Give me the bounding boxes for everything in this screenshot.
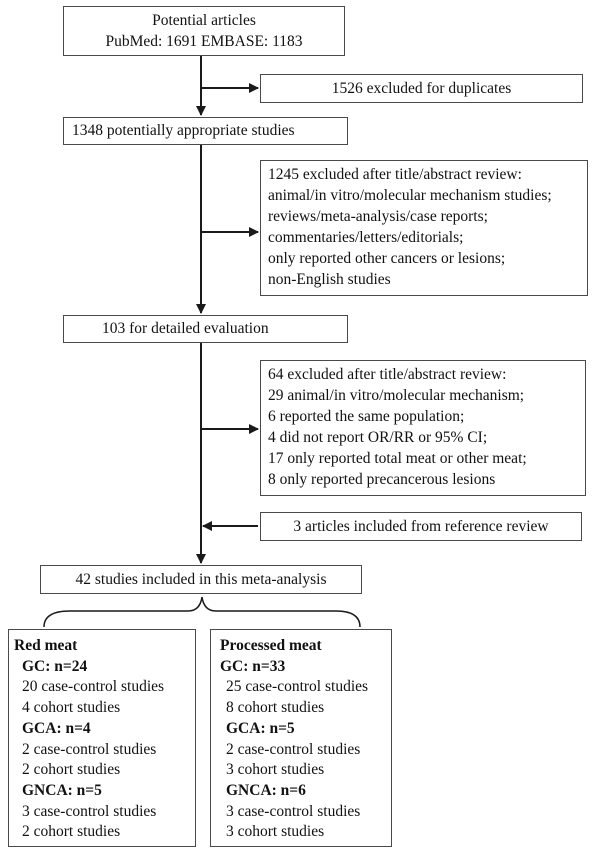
reference-review-box: 3 articles included from reference revie… xyxy=(260,512,582,541)
red-gca-case-control: 2 case-control studies xyxy=(22,740,157,758)
excluded1-line-6: non-English studies xyxy=(268,271,391,288)
duplicates-box: 1526 excluded for duplicates xyxy=(260,74,583,103)
proc-gc-cohort: 8 cohort studies xyxy=(226,699,325,717)
proc-gnca-header: GNCA: n=6 xyxy=(226,781,306,799)
excluded1-line-1: 1245 excluded after title/abstract revie… xyxy=(268,166,522,183)
proc-gca-cohort: 3 cohort studies xyxy=(226,761,325,779)
proc-gc-case-control: 25 case-control studies xyxy=(226,678,369,696)
excluded1-line-3: reviews/meta-analysis/case reports; xyxy=(268,208,488,225)
detailed-evaluation-box: 103 for detailed evaluation xyxy=(63,315,348,343)
excluded1-line-5: only reported other cancers or lesions; xyxy=(268,250,506,267)
red-gc-case-control: 20 case-control studies xyxy=(22,678,165,696)
excluded2-line-4: 4 did not report OR/RR or 95% CI; xyxy=(268,429,488,446)
included-text: 42 studies included in this meta-analysi… xyxy=(75,571,327,588)
potential-line-2: PubMed: 1691 EMBASE: 1183 xyxy=(105,33,303,50)
red-gc-cohort: 4 cohort studies xyxy=(22,699,121,717)
red-meat-title: Red meat xyxy=(14,637,78,654)
excluded2-line-1: 64 excluded after title/abstract review: xyxy=(268,366,507,383)
excluded-second-box: 64 excluded after title/abstract review:… xyxy=(260,360,586,496)
proc-gca-header: GCA: n=5 xyxy=(226,719,295,737)
detailed-text: 103 for detailed evaluation xyxy=(102,320,269,337)
processed-meat-box: Processed meat GC: n=33 25 case-control … xyxy=(210,629,392,847)
excluded2-line-5: 17 only reported total meat or other mea… xyxy=(268,450,527,467)
proc-gnca-cohort: 3 cohort studies xyxy=(226,823,325,841)
proc-gnca-case-control: 3 case-control studies xyxy=(226,802,361,820)
red-gnca-cohort: 2 cohort studies xyxy=(22,823,121,841)
red-gca-header: GCA: n=4 xyxy=(22,719,91,737)
potential-line-1: Potential articles xyxy=(152,12,256,29)
excluded1-line-2: animal/in vitro/molecular mechanism stud… xyxy=(268,187,552,204)
included-studies-box: 42 studies included in this meta-analysi… xyxy=(40,565,362,594)
red-meat-box: Red meat GC: n=24 20 case-control studie… xyxy=(8,629,196,847)
excluded2-line-3: 6 reported the same population; xyxy=(268,408,465,425)
processed-meat-title: Processed meat xyxy=(220,637,322,654)
appropriate-text: 1348 potentially appropriate studies xyxy=(72,122,295,139)
proc-gca-case-control: 2 case-control studies xyxy=(226,740,361,758)
reference-text: 3 articles included from reference revie… xyxy=(293,518,549,535)
excluded1-line-4: commentaries/letters/editorials; xyxy=(268,229,464,246)
potential-articles-box: Potential articles PubMed: 1691 EMBASE: … xyxy=(63,6,345,56)
appropriate-studies-box: 1348 potentially appropriate studies xyxy=(63,117,348,145)
split-brace xyxy=(43,596,361,628)
excluded2-line-6: 8 only reported precancerous lesions xyxy=(268,471,496,488)
proc-gc-header: GC: n=33 xyxy=(220,657,286,675)
red-gca-cohort: 2 cohort studies xyxy=(22,761,121,779)
duplicates-text: 1526 excluded for duplicates xyxy=(331,80,512,97)
excluded2-line-2: 29 animal/in vitro/molecular mechanism; xyxy=(268,387,525,404)
red-gnca-header: GNCA: n=5 xyxy=(22,781,102,799)
red-gc-header: GC: n=24 xyxy=(22,657,88,675)
excluded-title-abstract-box: 1245 excluded after title/abstract revie… xyxy=(260,160,588,296)
red-gnca-case-control: 3 case-control studies xyxy=(22,802,157,820)
